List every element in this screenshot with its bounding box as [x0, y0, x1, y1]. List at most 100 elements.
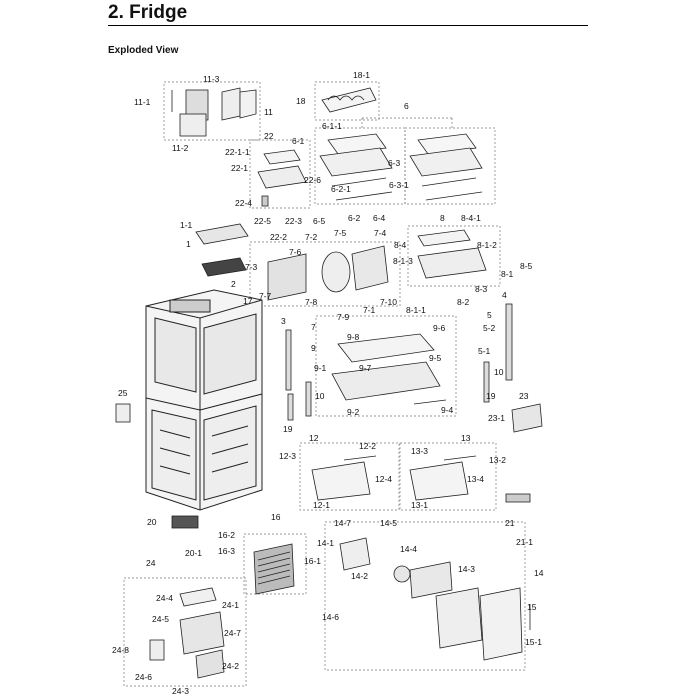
callout-label: 6-3 — [388, 158, 401, 168]
lower-left-parts — [115, 403, 199, 529]
callout-label: 2 — [231, 279, 236, 289]
callout-label: 17 — [243, 296, 253, 306]
callout-label: 12 — [309, 433, 319, 443]
callout-label: 7-5 — [334, 228, 347, 238]
back-cover-assembly — [339, 537, 523, 661]
cover-panel — [195, 223, 249, 277]
callout-label: 9-2 — [347, 407, 360, 417]
guide-rails — [285, 303, 513, 421]
callout-label: 14-2 — [351, 571, 369, 581]
callout-label: 24-5 — [152, 614, 170, 624]
callout-label: 22-1-1 — [225, 147, 250, 157]
callout-label: 7 — [311, 322, 316, 332]
callout-label: 11-2 — [172, 143, 189, 153]
callout-label: 8 — [440, 213, 445, 223]
callout-label: 22-3 — [285, 216, 303, 226]
callout-label: 12-4 — [375, 474, 393, 484]
assembly-group-boxes — [123, 81, 526, 687]
callout-label: 22-6 — [304, 175, 322, 185]
callout-label: 7-4 — [374, 228, 387, 238]
page-title: 2. Fridge — [108, 2, 188, 23]
callout-label: 11-1 — [134, 97, 151, 107]
callout-label: 19 — [486, 391, 496, 401]
callout-label: 24-6 — [135, 672, 153, 682]
callout-label: 5-1 — [478, 346, 491, 356]
section-subtitle: Exploded View — [108, 45, 179, 56]
callout-label: 13 — [461, 433, 471, 443]
right-side-parts — [505, 403, 543, 630]
grill-panel — [253, 543, 295, 595]
callout-label: 22 — [264, 131, 274, 141]
callout-label: 25 — [118, 388, 128, 398]
group-box-14 — [324, 521, 526, 671]
callout-label: 6-1-1 — [322, 121, 342, 131]
callout-label: 6-3-1 — [389, 180, 409, 190]
callout-label: 6-5 — [313, 216, 326, 226]
callout-label: 13-4 — [467, 474, 485, 484]
callout-label: 24-7 — [224, 628, 242, 638]
fan-evaporator-assembly — [267, 245, 389, 301]
callout-label: 8-1 — [501, 269, 514, 279]
callout-label: 16-3 — [218, 546, 236, 556]
callout-label: 24-4 — [156, 593, 174, 603]
callout-label: 6-2-1 — [331, 184, 351, 194]
group-box-16 — [243, 533, 307, 595]
callout-label: 7-7 — [259, 291, 272, 301]
ice-maker-assembly — [171, 87, 257, 137]
callout-label: 13-2 — [489, 455, 507, 465]
callout-label: 14-1 — [317, 538, 335, 548]
callout-label: 14-7 — [334, 518, 352, 528]
callout-label: 6-1 — [292, 136, 305, 146]
callout-label: 12-1 — [313, 500, 331, 510]
callout-label: 15-1 — [525, 637, 543, 647]
callout-label: 21-1 — [516, 537, 534, 547]
callout-label: 12-3 — [279, 451, 297, 461]
callout-label: 20-1 — [185, 548, 203, 558]
callout-label: 1 — [186, 239, 191, 249]
group-box-9 — [315, 315, 457, 417]
callout-label: 14-3 — [458, 564, 476, 574]
callout-label: 6-4 — [373, 213, 386, 223]
callout-label: 9 — [311, 343, 316, 353]
callout-label: 8-3 — [475, 284, 488, 294]
callout-label: 13-1 — [411, 500, 429, 510]
callout-label: 7-10 — [380, 297, 398, 307]
callout-label: 24-2 — [222, 661, 240, 671]
callout-label: 9-1 — [314, 363, 327, 373]
callout-label: 9-5 — [429, 353, 442, 363]
vegetable-drawers — [311, 455, 477, 501]
compressor-unit — [149, 587, 225, 679]
callout-label: 9-8 — [347, 332, 360, 342]
callout-label: 4 — [502, 290, 507, 300]
callout-label: 11 — [264, 107, 273, 117]
callout-label: 5-2 — [483, 323, 496, 333]
callout-label: 14-4 — [400, 544, 418, 554]
wire-basket — [321, 87, 377, 113]
small-shelf — [257, 149, 307, 207]
callout-label: 19 — [283, 424, 293, 434]
callout-label: 16-2 — [218, 530, 236, 540]
callout-label: 24-3 — [172, 686, 190, 696]
group-box-24 — [123, 577, 247, 687]
callout-label: 14 — [534, 568, 544, 578]
callout-label: 18-1 — [353, 70, 371, 80]
callout-label: 7-8 — [305, 297, 318, 307]
fridge-cabinet — [145, 289, 263, 511]
group-box-13 — [399, 442, 497, 511]
callout-label: 8-4-1 — [461, 213, 481, 223]
callout-label: 7-1 — [363, 305, 376, 315]
callout-label: 24-1 — [222, 600, 240, 610]
callout-label: 15 — [527, 602, 537, 612]
group-box-7 — [249, 241, 401, 307]
callout-label: 16-1 — [304, 556, 322, 566]
callout-label: 23-1 — [488, 413, 506, 423]
callout-label: 7-3 — [245, 262, 258, 272]
callout-label: 11-3 — [203, 74, 220, 84]
callout-label: 10 — [494, 367, 504, 377]
group-box-22 — [249, 139, 311, 209]
callout-label: 7-2 — [305, 232, 318, 242]
callout-label: 14-5 — [380, 518, 398, 528]
glass-shelves — [319, 133, 483, 201]
callout-label: 16 — [271, 512, 281, 522]
